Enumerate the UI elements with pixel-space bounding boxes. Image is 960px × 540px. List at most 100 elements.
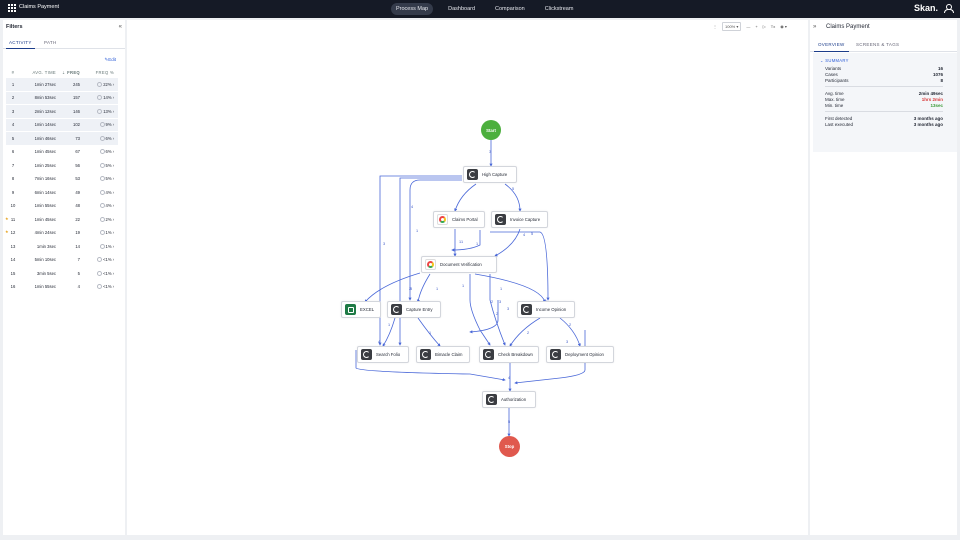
row-number: ★11 [5, 215, 16, 222]
process-map-canvas[interactable] [127, 20, 808, 535]
node-authorization[interactable]: Authorization [482, 391, 536, 408]
stop-node[interactable]: Stop [499, 436, 520, 457]
row-freq: 245 [73, 81, 80, 87]
app-icon [550, 349, 561, 360]
row-avg-time: 1min 27sec [34, 81, 56, 87]
more-icon[interactable]: ⋮ [713, 24, 717, 29]
tab-comparison[interactable]: Comparison [495, 6, 525, 12]
collapse-left-icon[interactable]: « [118, 24, 122, 30]
col-freq[interactable]: ⇣ FREQ [61, 70, 80, 75]
node-income-opinion[interactable]: Income Opinion [517, 301, 575, 318]
row-number: 5 [11, 135, 15, 141]
chevron-right-icon[interactable]: › [112, 81, 114, 87]
node-excel[interactable]: EXCEL [341, 301, 381, 318]
eye-icon[interactable]: ◉ ▾ [780, 24, 787, 29]
chevron-right-icon[interactable]: › [112, 270, 114, 276]
tab-path[interactable]: PATH [44, 40, 57, 45]
row-number: 2 [11, 95, 15, 101]
row-number: 4 [11, 122, 15, 128]
chevron-right-icon[interactable]: › [112, 108, 114, 114]
row-freq: 157 [73, 95, 80, 101]
chevron-right-icon[interactable]: › [112, 203, 114, 209]
col-freq-pct[interactable]: FREQ % [95, 70, 114, 75]
node-bimacle-claim[interactable]: Bimacle Claim [416, 346, 470, 363]
chevron-right-icon[interactable]: › [112, 189, 114, 195]
play-icon[interactable]: ▷ [762, 24, 766, 29]
edge-label: 2 [409, 287, 412, 291]
row-freq-pct: 6%› [80, 135, 114, 141]
divider [825, 111, 943, 112]
summary-toggle[interactable]: ⌄ SUMMARY [820, 58, 849, 63]
tab-process-map[interactable]: Process Map [391, 3, 434, 15]
chevron-right-icon[interactable]: › [112, 176, 114, 182]
node-high-capture[interactable]: High Capture [463, 166, 517, 183]
row-freq: 53 [75, 176, 80, 182]
row-number: 3 [11, 108, 15, 114]
tab-overview[interactable]: OVERVIEW [814, 42, 849, 52]
row-freq-pct: 5%› [80, 162, 114, 168]
map-toolbar: ⋮ 100% ▾ — + ▷ Tx ◉ ▾ [713, 22, 787, 31]
col-avg-time[interactable]: AVG. TIME [32, 70, 56, 75]
tab-dashboard[interactable]: Dashboard [448, 6, 476, 12]
node-capture-entry[interactable]: Capture Entry [387, 301, 441, 318]
chevron-right-icon[interactable]: › [112, 284, 114, 290]
sort-down-icon: ⇣ [61, 70, 66, 75]
edit-button[interactable]: ✎Edit [104, 57, 116, 62]
expand-right-icon[interactable]: » [813, 24, 817, 30]
edge-label: 1 [429, 331, 432, 335]
chevron-right-icon[interactable]: › [112, 162, 114, 168]
node-check-breakdown[interactable]: Check Breakdown [479, 346, 539, 363]
node-deployment-opinion[interactable]: Deployment Opinion [546, 346, 614, 363]
chevron-right-icon[interactable]: › [112, 135, 114, 141]
zoom-in-icon[interactable]: + [755, 24, 758, 29]
tab-clickstream[interactable]: Clickstream [544, 6, 574, 12]
start-node[interactable]: Start [481, 120, 501, 140]
apps-grid-icon[interactable] [8, 4, 16, 12]
tab-screens-tags[interactable]: SCREENS & TAGS [856, 42, 900, 47]
edge [559, 317, 581, 347]
node-invoice-capture[interactable]: Invoice Capture [491, 211, 548, 228]
zoom-select[interactable]: 100% ▾ [722, 22, 742, 31]
filters-title: Filters [6, 24, 23, 30]
user-icon[interactable] [944, 4, 954, 13]
app-icon [361, 349, 372, 360]
edge-label: 3 [566, 340, 569, 344]
details-title: Claims Payment [826, 24, 870, 30]
text-toggle[interactable]: Tx [770, 24, 776, 29]
chevron-right-icon[interactable]: › [112, 230, 114, 236]
tab-activity[interactable]: ACTIVITY [6, 40, 35, 49]
edge-label: 4 [523, 233, 526, 237]
progress-ring-icon [99, 176, 105, 182]
zoom-out-icon[interactable]: — [746, 24, 751, 29]
node-search-folio[interactable]: Search Folio [357, 346, 409, 363]
chevron-right-icon[interactable]: › [112, 122, 114, 128]
node-document-verification[interactable]: Document Verification [421, 256, 497, 273]
chevron-right-icon[interactable]: › [112, 149, 114, 155]
chevron-right-icon[interactable]: › [112, 95, 114, 101]
chevron-right-icon[interactable]: › [112, 216, 114, 222]
row-freq: 102 [73, 122, 80, 128]
row-freq-pct: <1%› [80, 257, 114, 263]
node-claims-portal[interactable]: Claims Portal [433, 211, 485, 228]
chevron-right-icon[interactable]: › [112, 243, 114, 249]
progress-ring-icon [99, 216, 105, 222]
chevron-right-icon[interactable]: › [112, 257, 114, 263]
